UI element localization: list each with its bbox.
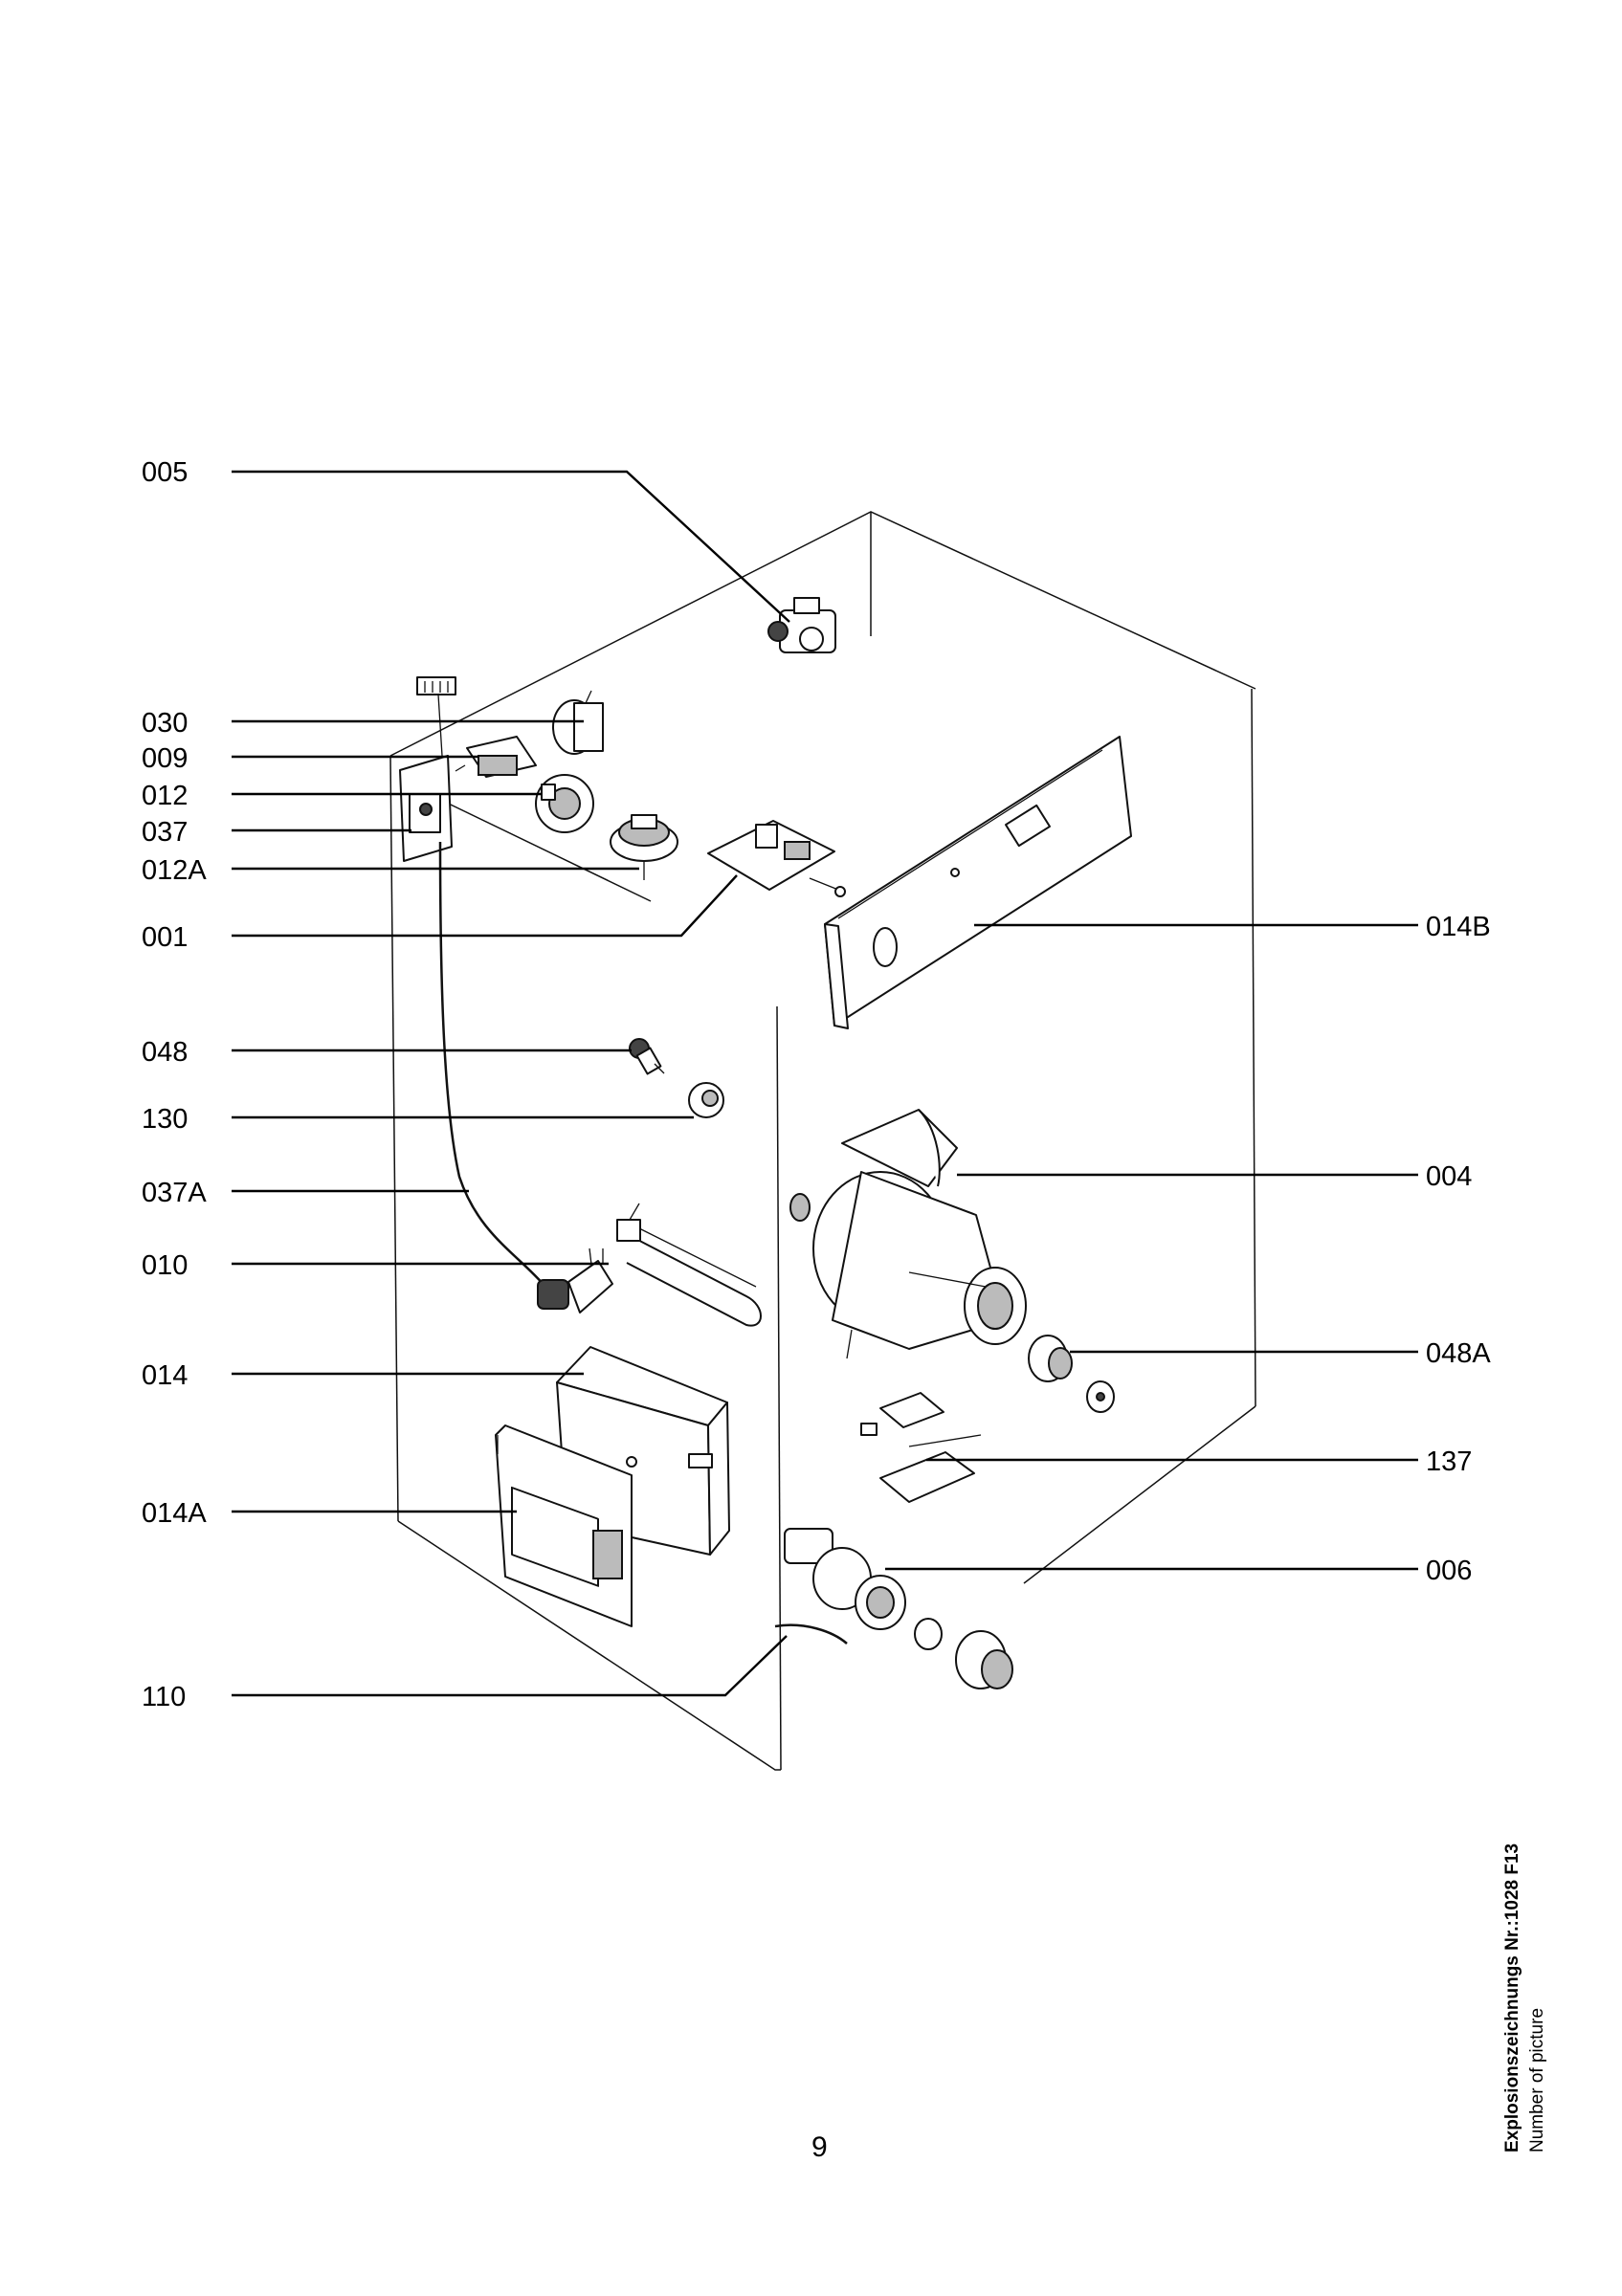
part-130-filter: [688, 1082, 724, 1118]
part-001-electronic-board: [707, 820, 846, 897]
callout-037: 037: [142, 817, 188, 848]
callout-130: 130: [142, 1104, 188, 1135]
callout-048A: 048A: [1426, 1338, 1491, 1369]
picture-title: Explosionszeichnungs Nr.:1028 F13: [1502, 1843, 1522, 2152]
cabinet-frame: [389, 511, 1256, 1771]
callout-014A: 014A: [142, 1498, 207, 1529]
part-137-brackets: [860, 1392, 982, 1503]
part-005-valve: [767, 597, 836, 653]
callout-009: 009: [142, 743, 188, 774]
callout-004: 004: [1426, 1161, 1472, 1192]
part-014A-module: [495, 1424, 633, 1627]
callout-010: 010: [142, 1250, 188, 1281]
part-004-motor: [789, 1109, 1027, 1359]
callout-005: 005: [142, 457, 188, 488]
part-012A-pressure-switch: [610, 814, 678, 880]
part-014B-control-panel: [824, 736, 1132, 1029]
picture-number-note: Explosionszeichnungs Nr.:1028 F13 Number…: [1500, 1843, 1550, 2152]
part-009-door-lock: [455, 736, 537, 778]
callout-030: 030: [142, 708, 188, 739]
page-number: 9: [811, 2131, 828, 2163]
part-048-knob: [629, 1038, 665, 1075]
part-037-bracket: [399, 755, 453, 862]
callout-001: 001: [142, 922, 188, 953]
part-connector-block: [416, 676, 456, 757]
part-037A-cable: [438, 841, 546, 1288]
part-010-heater: [616, 1203, 762, 1327]
callout-137: 137: [1426, 1446, 1472, 1477]
part-012-timer: [535, 774, 594, 833]
part-030-capacitor: [552, 690, 604, 755]
callout-048: 048: [142, 1037, 188, 1068]
callout-014B: 014B: [1426, 912, 1491, 942]
callout-110: 110: [142, 1682, 186, 1712]
callout-037A: 037A: [142, 1178, 207, 1208]
callout-012: 012: [142, 781, 188, 811]
part-mains-plug: [537, 1247, 613, 1314]
callout-012A: 012A: [142, 855, 207, 886]
part-048A-coupling: [1028, 1335, 1115, 1413]
part-110-clip: [774, 1623, 848, 1645]
leader-lines: [232, 470, 1418, 1697]
picture-subtitle: Number of picture: [1527, 2007, 1547, 2152]
callout-006: 006: [1426, 1556, 1472, 1586]
callout-014: 014: [142, 1360, 188, 1391]
part-006-pump: [784, 1528, 1013, 1689]
